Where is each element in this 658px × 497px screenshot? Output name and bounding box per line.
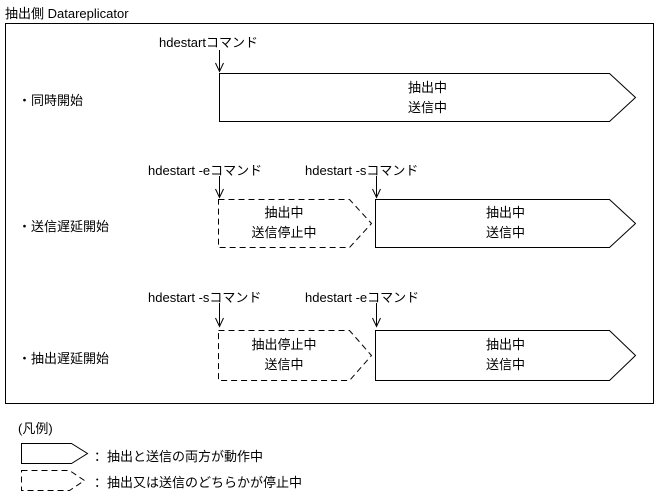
status-line: 送信中 [264,357,304,372]
row3-command2-label: hdestart -eコマンド [305,290,420,305]
status-line: 送信中 [485,357,525,372]
diagram-border-box [5,23,654,404]
status-line: 送信停止中 [251,225,317,240]
status-line: 抽出中 [485,205,525,220]
down-arrowhead-icon [215,317,224,328]
status-line: 抽出中 [264,205,304,220]
legend-shapes [21,443,89,491]
row1-solid-shape-text: 抽出中 送信中 [219,78,636,118]
legend-item-running-label: ：抽出と送信の両方が動作中 [94,449,264,464]
row3-dashed-arrow-shape [218,330,373,381]
down-arrowhead-icon [372,188,381,199]
row2-command2-label: hdestart -sコマンド [305,163,419,178]
row1-shapes [215,50,637,122]
legend-dashed-arrow-icon [21,470,86,491]
row2-shapes [215,176,637,248]
legend-title: (凡例) [18,421,53,436]
row2-dashed-arrow-shape [218,199,373,248]
down-arrowhead-icon [372,317,381,328]
row3-label: ・抽出遅延開始 [18,351,110,366]
row2-label: ・送信遅延開始 [18,219,110,234]
row2-solid-arrow-shape [375,199,637,248]
legend-item-stopped-label: ：抽出又は送信のどちらかが停止中 [94,475,303,490]
status-line: 抽出中 [485,337,525,352]
row2-command1-label: hdestart -eコマンド [148,163,263,178]
row3-solid-arrow-shape [375,330,637,381]
legend-solid-arrow-icon [21,443,89,464]
diagram-title: 抽出側 Datareplicator [5,6,129,21]
status-line: 送信中 [485,225,525,240]
status-line: 抽出停止中 [251,337,317,352]
row1-solid-arrow-shape [219,73,637,122]
status-line: 送信中 [407,100,447,115]
status-line: 抽出中 [407,80,447,95]
row1-command-label: hdestartコマンド [159,35,258,50]
row2-dashed-shape-text: 抽出中 送信停止中 [218,203,350,243]
row2-solid-shape-text: 抽出中 送信中 [375,203,636,243]
down-arrowhead-icon [215,188,224,199]
down-arrowhead-icon [215,62,224,73]
row3-shapes [215,303,637,381]
row3-dashed-shape-text: 抽出停止中 送信中 [218,335,350,375]
row3-command1-label: hdestart -sコマンド [148,290,262,305]
row1-label: ・同時開始 [18,93,84,108]
row3-solid-shape-text: 抽出中 送信中 [375,335,636,375]
